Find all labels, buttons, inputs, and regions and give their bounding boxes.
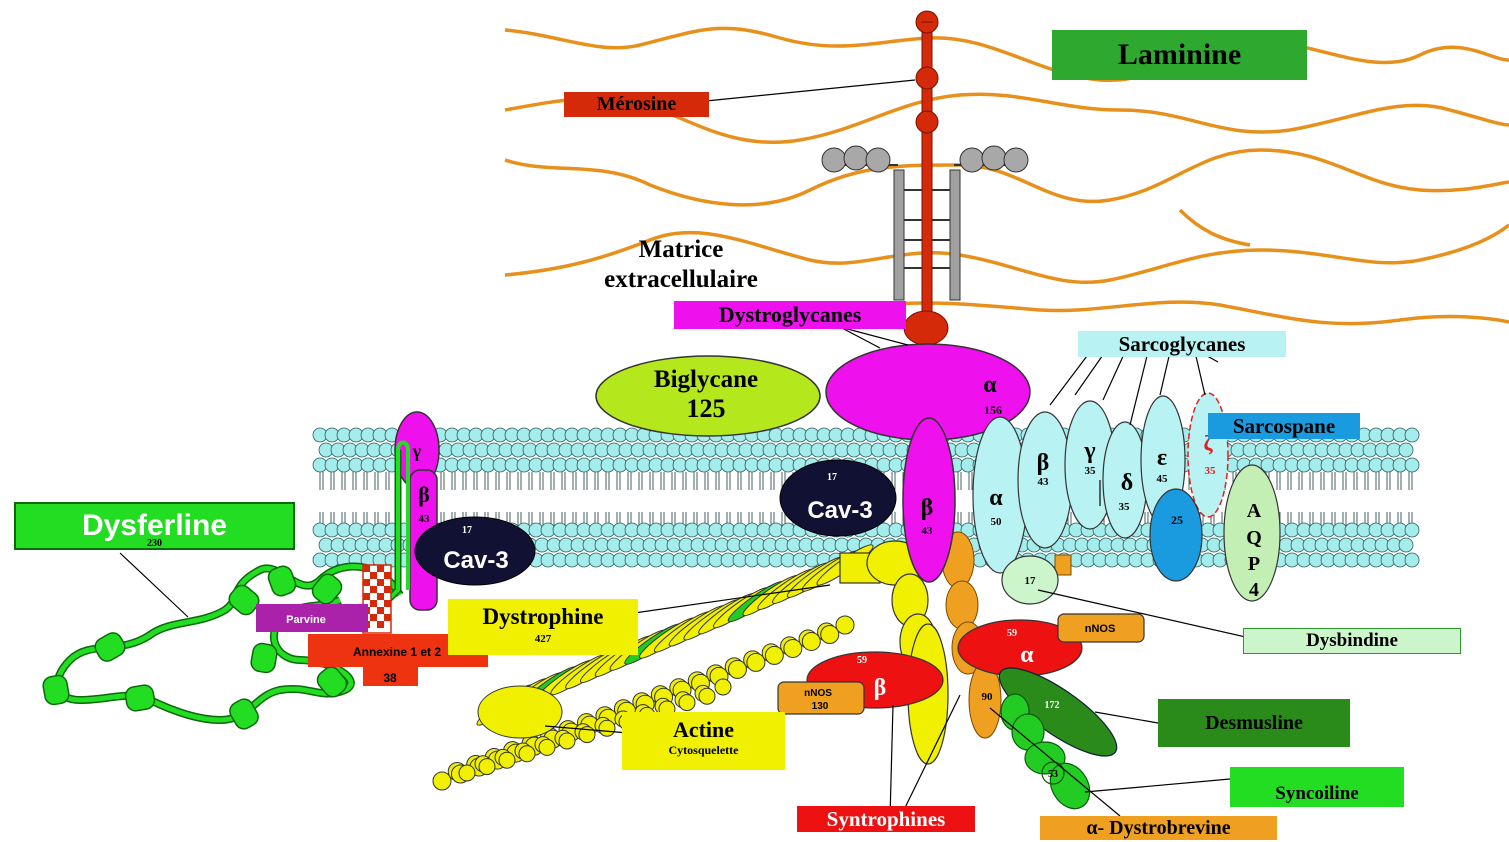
dystrobrevine-label: α- Dystrobrevine [1040, 816, 1277, 840]
dystrobrevin-mass: 90 [982, 691, 994, 703]
desmusline-label: Desmusline [1158, 699, 1350, 747]
matrice-label-line2: extracellulaire [562, 266, 800, 295]
laminine-label: Laminine [1052, 30, 1307, 80]
sarcoglycanes-label: Sarcoglycanes [1078, 331, 1286, 357]
sarcospan-mass: 25 [1171, 513, 1183, 527]
syncoiline-label: Syncoiline [1230, 767, 1404, 807]
desmusline-mass: 172 [1045, 700, 1060, 711]
aqp4-letter-q: Q [1246, 527, 1262, 549]
merosine-label: Mérosine [564, 92, 709, 117]
syncoiline-mass: 53 [1048, 769, 1058, 780]
merosin-rod [904, 11, 948, 345]
biglycane-label: Biglycane [606, 366, 806, 395]
zeta-sg-mass: 35 [1205, 465, 1217, 477]
cav3-right-mass: 17 [827, 472, 837, 483]
dysbindin-mass: 17 [1025, 575, 1037, 587]
biglycane-mass: 125 [606, 394, 806, 424]
epsilon-sg-symbol: ε [1157, 445, 1167, 471]
dystrophine-label: Dystrophine [448, 599, 638, 655]
nnos-right-label: nNOS [1085, 623, 1116, 635]
delta-sg-symbol: δ [1121, 470, 1133, 496]
parvine-label: Parvine [286, 614, 326, 626]
dystrophine-mass: 427 [448, 633, 638, 646]
annexine-mass: 38 [383, 671, 397, 685]
cav3-left-mass: 17 [462, 525, 472, 536]
alpha-sg-mass: 50 [991, 516, 1003, 528]
aqp4-letter-4: 4 [1249, 579, 1259, 601]
delta-sg-mass: 35 [1119, 501, 1131, 513]
dysbindine-label: Dysbindine [1243, 628, 1461, 654]
aqp4-letter-p: P [1248, 553, 1260, 575]
matrice-label-line1: Matrice [562, 236, 800, 265]
annexine-label: Annexine 1 et 2 [353, 645, 441, 659]
alpha-sg-symbol: α [989, 485, 1003, 511]
cav3-left-name: Cav-3 [443, 547, 508, 574]
alpha-syn-mass: 59 [1007, 628, 1017, 639]
beta-dg-symbol: β [921, 495, 934, 521]
dysferline-mass: 230 [14, 538, 295, 550]
gamma-sg-mass: 35 [1085, 465, 1097, 477]
actine-label: Actine [622, 712, 785, 770]
sarcospan-protein [1150, 489, 1202, 581]
cav3-right-name: Cav-3 [807, 497, 872, 524]
parvine-mass: 42 [408, 614, 422, 628]
actine-sub-label: Cytosquelette [622, 744, 785, 758]
beta-sg-mass: 43 [1038, 476, 1050, 488]
left-beta-mass: 43 [419, 513, 431, 525]
aqp4-letter-a: A [1247, 500, 1262, 522]
epsilon-sg-mass: 45 [1157, 473, 1169, 485]
left-gamma-symbol: γ [412, 441, 422, 461]
gamma-sg-symbol: γ [1083, 438, 1095, 464]
syntrophines-label: Syntrophines [797, 806, 975, 832]
alpha-dg-symbol: α [983, 372, 997, 398]
beta-syn-mass: 59 [857, 655, 867, 666]
beta-syn-symbol: β [874, 675, 887, 701]
left-beta-symbol: β [418, 482, 430, 507]
beta-dg-mass: 43 [922, 525, 934, 537]
beta-sg-symbol: β [1037, 450, 1050, 476]
alpha-dg-mass: 156 [984, 403, 1002, 417]
sarcospane-label: Sarcospane [1208, 413, 1360, 439]
alpha-syn-symbol: α [1020, 642, 1034, 668]
nnos-left-mass: 130 [812, 701, 829, 712]
dystroglycanes-label: Dystroglycanes [674, 301, 906, 329]
nnos-left-label: nNOS [804, 688, 832, 699]
dystrobrevin-small [1055, 555, 1071, 575]
